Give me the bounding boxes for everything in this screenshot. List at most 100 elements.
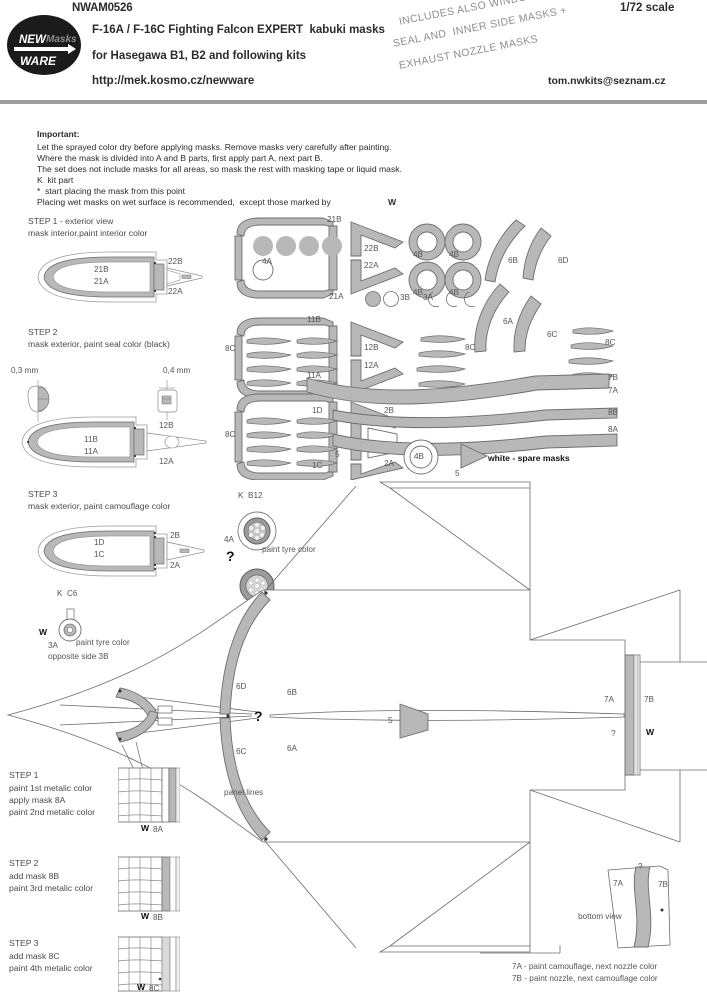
parts-label-4b-3: 4B [413, 288, 424, 297]
nozzle-legend-line-2: 7B - paint nozzle, next camouflage color [512, 974, 658, 983]
parts-label-8a: 8A [608, 425, 619, 434]
step2-label-tip-lower: 12A [159, 457, 174, 466]
important-line-6: Placing wet masks on wet surface is reco… [37, 197, 331, 207]
parts-label-6d: 6D [558, 256, 569, 265]
nose-wheel-note2: opposite side 3B [48, 652, 109, 661]
step2-label-upper: 11B [84, 435, 98, 444]
step3-label-upper: 1D [94, 538, 105, 547]
parts-label-22b: 22B [364, 244, 379, 253]
parts-label-8c-row3: 8C [225, 430, 236, 439]
parts-label-6c: 6C [547, 330, 558, 339]
step2-title-line2: mask exterior, paint seal color (black) [28, 339, 170, 349]
nozzle-step1-line3: paint 2nd metalic color [9, 807, 95, 817]
nozzle-step1-line1: paint 1st metalic color [9, 783, 93, 793]
nozzle-step3-line2: paint 4th metalic color [9, 963, 93, 973]
nose-wheel-note: paint tyre color [76, 638, 130, 647]
nozzle-label-7b: 7B [644, 695, 655, 704]
aircraft-question-mark: ? [254, 708, 263, 724]
svg-text:NEW: NEW [19, 34, 47, 46]
nozzle-step2-wet: W [141, 911, 150, 921]
canopy-diagram-step2 [21, 380, 207, 468]
important-line-3: The set does not include masks for all a… [37, 164, 402, 174]
email-link[interactable]: tom.nwkits@seznam.cz [548, 75, 666, 87]
step3-label-tip-upper: 2B [170, 531, 181, 540]
important-line-5: * start placing the mask from this point [37, 186, 186, 196]
nozzle-step3-title: STEP 3 [9, 938, 39, 948]
parts-label-6a: 6A [503, 317, 514, 326]
product-title-line1: F-16A / F-16C Fighting Falcon EXPERT kab… [92, 24, 385, 36]
wet-mask-symbol: W [388, 197, 397, 207]
parts-label-1d: 1D [312, 406, 323, 415]
step2-label-tip-upper: 12B [159, 421, 174, 430]
product-code: NWAM0526 [72, 2, 133, 14]
parts-label-21a: 21A [329, 292, 344, 301]
aircraft-label-6b: 6B [287, 688, 298, 697]
scale-label: 1/72 scale [620, 2, 675, 14]
nozzle-step2-title: STEP 2 [9, 858, 39, 868]
wheel-4a-note: paint tyre color [262, 545, 316, 554]
nozzle-diagram-step1 [118, 767, 180, 823]
parts-label-8c-left: 8C [225, 344, 236, 353]
parts-label-3a: 3A [423, 293, 434, 302]
nozzle-diagram-step2 [118, 856, 180, 912]
nozzle-step2-line2: paint 3rd metalic color [9, 883, 94, 893]
panel-lines-label: panel lines [224, 788, 264, 797]
bottom-view-label-7b: 7B [658, 880, 669, 889]
nozzle-step2-line1: add mask 8B [9, 871, 60, 881]
important-line-2: Where the mask is divided into A and B p… [37, 153, 323, 163]
parts-label-12a: 12A [364, 361, 379, 370]
step1-label-upper: 21B [94, 265, 109, 274]
parts-label-7a: 7A [608, 386, 619, 395]
step2-dim-left: 0,3 mm [11, 366, 39, 375]
spare-disc-label: 4B [414, 452, 425, 461]
parts-label-8b: 8B [608, 408, 619, 417]
mask-parts-svg [234, 217, 618, 480]
header: NEW Masks WARE NWAM0526 1/72 scale F-16A… [0, 0, 707, 104]
aircraft-label-6d: 6D [236, 682, 247, 691]
parts-label-8c-right: 8C [605, 338, 616, 347]
nozzle-step3-wet: W [137, 982, 146, 992]
wheel-4a-label: 4A [224, 535, 235, 544]
wheel-question-mark: ? [226, 548, 235, 564]
fuselage-triangle-label: 5 [388, 716, 393, 725]
step2-label-lower: 11A [84, 447, 98, 456]
website-link[interactable]: http://mek.kosmo.cz/newware [92, 75, 255, 87]
aircraft-plan-svg [6, 481, 707, 954]
step2-title-line1: STEP 2 [28, 327, 58, 337]
nozzle-step1-mask: 8A [153, 825, 164, 834]
product-title-line2: for Hasegawa B1, B2 and following kits [92, 50, 307, 62]
important-heading: Important: [37, 129, 80, 139]
svg-text:WARE: WARE [20, 54, 57, 68]
parts-label-1c: 1C [312, 461, 323, 470]
nozzle-wet-mark: W [646, 727, 655, 737]
step1-title-line1: STEP 1 - exterior view [28, 216, 114, 226]
parts-label-2a: 2A [384, 459, 395, 468]
spare-triangle-label: 5 [455, 469, 460, 478]
step3-kit-part: K C6 [57, 589, 78, 598]
nozzle-step3-mask: 8C [149, 984, 160, 993]
step3-label-tip-lower: 2A [170, 561, 181, 570]
canopy-diagram-step3 [37, 525, 205, 577]
parts-label-8c-mid: 8C [465, 343, 476, 352]
step3-title-line1: STEP 3 [28, 489, 58, 499]
nozzle-label-7a: 7A [604, 695, 615, 704]
parts-label-11b: 11B [307, 315, 321, 324]
parts-label-12b: 12B [364, 343, 379, 352]
parts-label-22a: 22A [364, 261, 379, 270]
step1-title-line2: mask interior,paint interior color [28, 228, 148, 238]
parts-label-21b: 21B [327, 215, 342, 224]
bottom-view-label-7a: 7A [613, 879, 624, 888]
nozzle-step1-wet: W [141, 823, 150, 833]
bottom-view-caption: bottom view [578, 912, 622, 921]
nozzle-step3-line1: add mask 8C [9, 951, 60, 961]
canopy-diagram-step1 [37, 251, 203, 303]
important-line-1: Let the sprayed color dry before applyin… [37, 142, 392, 152]
nozzle-step1-line2: apply mask 8A [9, 795, 66, 805]
nose-wheel-wet-mark: W [39, 627, 48, 637]
parts-label-2b: 2B [384, 406, 395, 415]
step1-label-tip-upper: 22B [168, 257, 183, 266]
newware-logo: NEW Masks WARE [7, 15, 81, 75]
spare-masks-note: white - spare masks [488, 453, 570, 463]
parts-label-4b-4: 4B [449, 288, 460, 297]
